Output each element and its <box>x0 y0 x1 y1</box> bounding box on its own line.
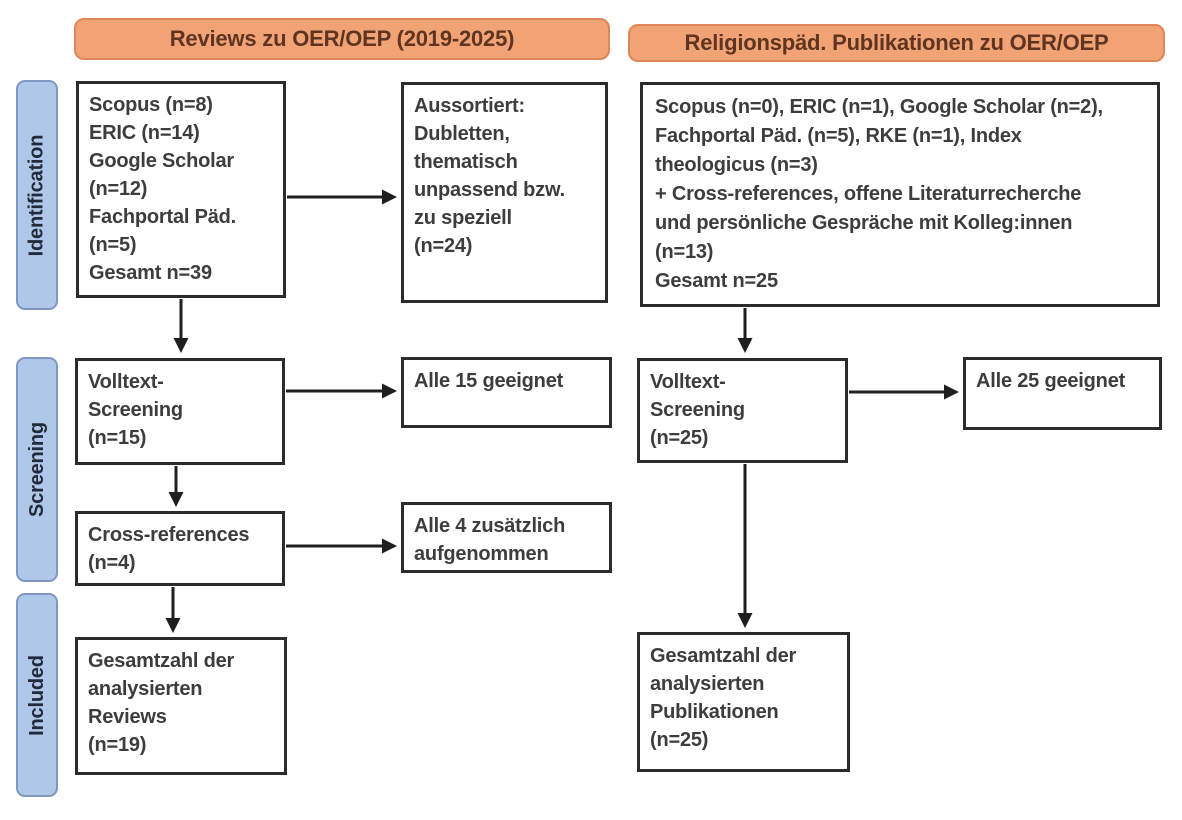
stage-screening: Screening <box>16 357 58 582</box>
stage-included-label: Included <box>25 654 48 736</box>
left-sources-box: Scopus (n=8) ERIC (n=14) Google Scholar … <box>76 81 286 298</box>
left-fulltext-screening-box: Volltext- Screening (n=15) <box>75 358 285 465</box>
right-fulltext-result-box: Alle 25 geeignet <box>963 357 1162 430</box>
left-fulltext-result-box: Alle 15 geeignet <box>401 357 612 428</box>
stage-identification: Identification <box>16 80 58 310</box>
right-fulltext-screening-box: Volltext- Screening (n=25) <box>637 358 848 463</box>
left-excluded-box: Aussortiert: Dubletten, thematisch unpas… <box>401 82 608 303</box>
column-header-reviews: Reviews zu OER/OEP (2019-2025) <box>74 18 610 60</box>
stage-identification-label: Identification <box>25 134 48 256</box>
column-header-reviews-label: Reviews zu OER/OEP (2019-2025) <box>169 26 515 51</box>
stage-included: Included <box>16 593 58 797</box>
left-included-total-box: Gesamtzahl der analysierten Reviews (n=1… <box>75 637 287 775</box>
left-crossref-box: Cross-references (n=4) <box>75 511 285 586</box>
right-sources-box: Scopus (n=0), ERIC (n=1), Google Scholar… <box>640 82 1160 307</box>
stage-screening-label: Screening <box>25 422 48 517</box>
left-crossref-result-box: Alle 4 zusätzlich aufgenommen <box>401 502 612 573</box>
right-included-total-box: Gesamtzahl der analysierten Publikatione… <box>637 632 850 772</box>
column-header-religionspaed-label: Religionspäd. Publikationen zu OER/OEP <box>684 30 1109 55</box>
column-header-religionspaed: Religionspäd. Publikationen zu OER/OEP <box>628 24 1165 62</box>
